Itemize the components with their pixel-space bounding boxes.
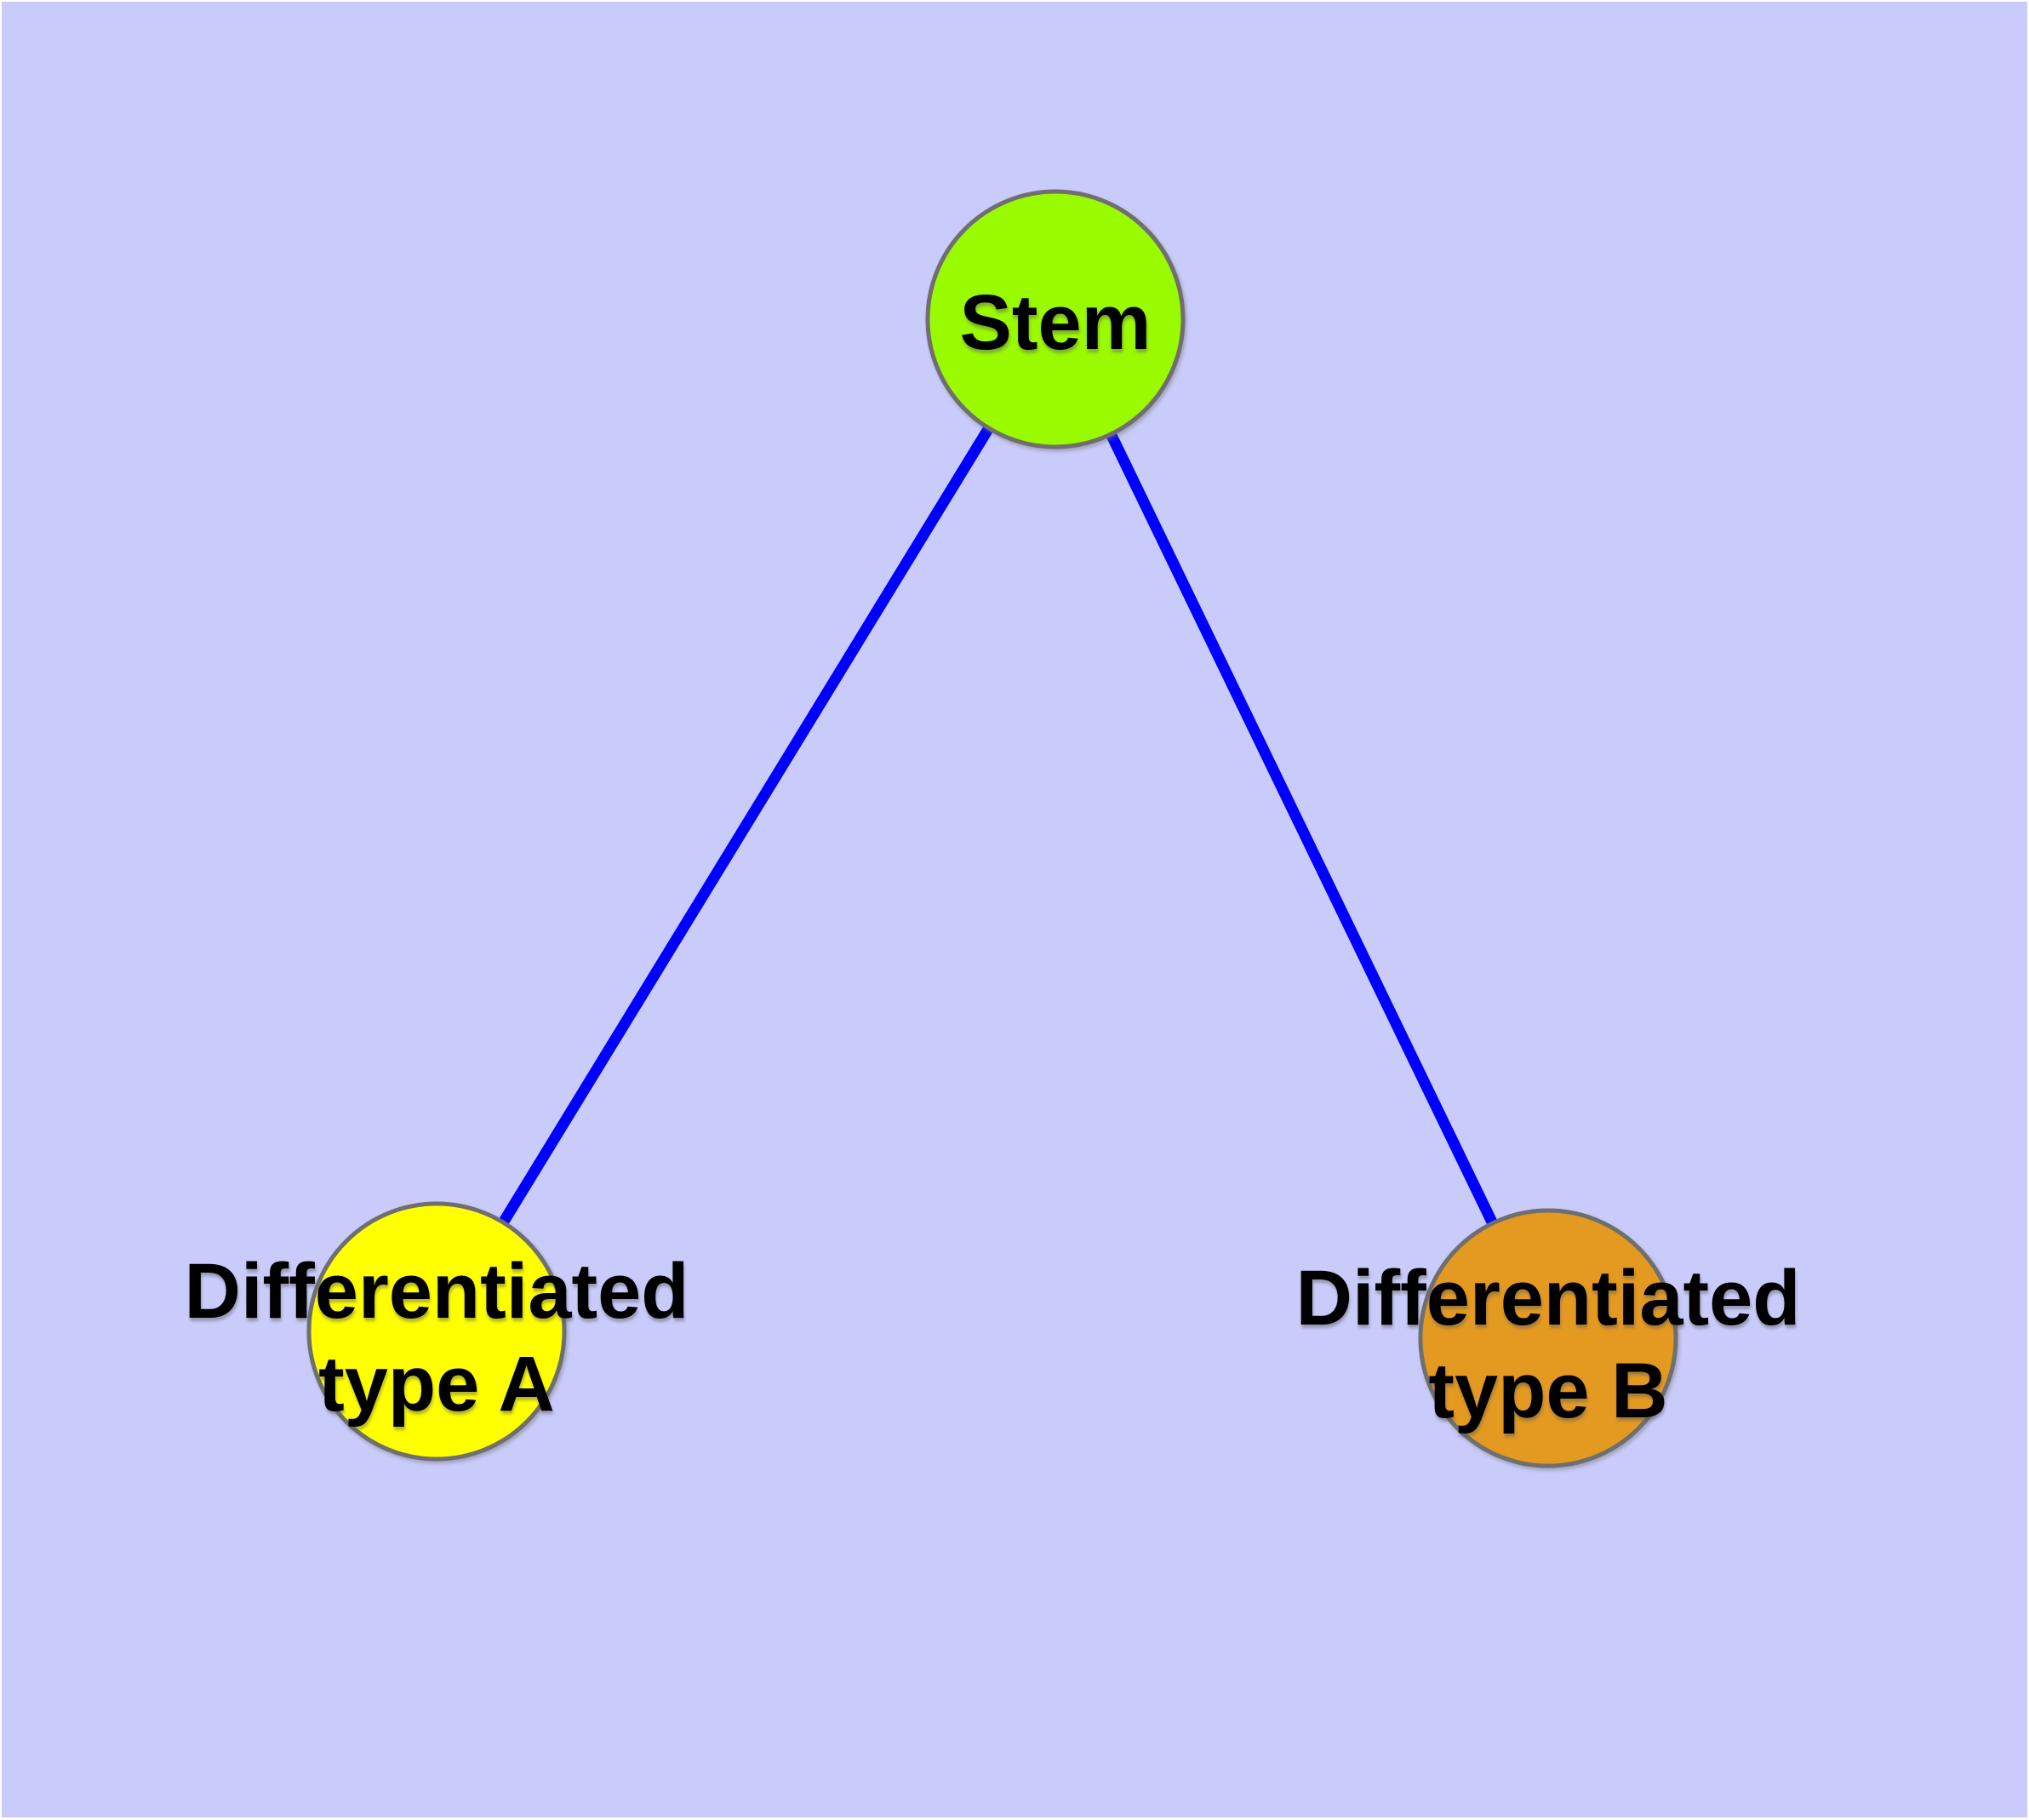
node-label-type-b-line1: Differentiated	[1296, 1255, 1801, 1342]
node-differentiated-type-a[interactable]	[306, 1201, 567, 1462]
edge-stem-to-type-b[interactable]	[1050, 317, 1553, 1341]
node-label-type-a-line2: type A	[318, 1341, 555, 1428]
edge-stem-to-type-a[interactable]	[432, 316, 1060, 1335]
node-label-type-a-line1: Differentiated	[185, 1248, 689, 1335]
node-label-stem: Stem	[960, 279, 1152, 366]
node-stem[interactable]	[925, 189, 1186, 449]
node-label-type-b-line2: type B	[1428, 1348, 1667, 1434]
node-differentiated-type-b[interactable]	[1418, 1208, 1678, 1468]
